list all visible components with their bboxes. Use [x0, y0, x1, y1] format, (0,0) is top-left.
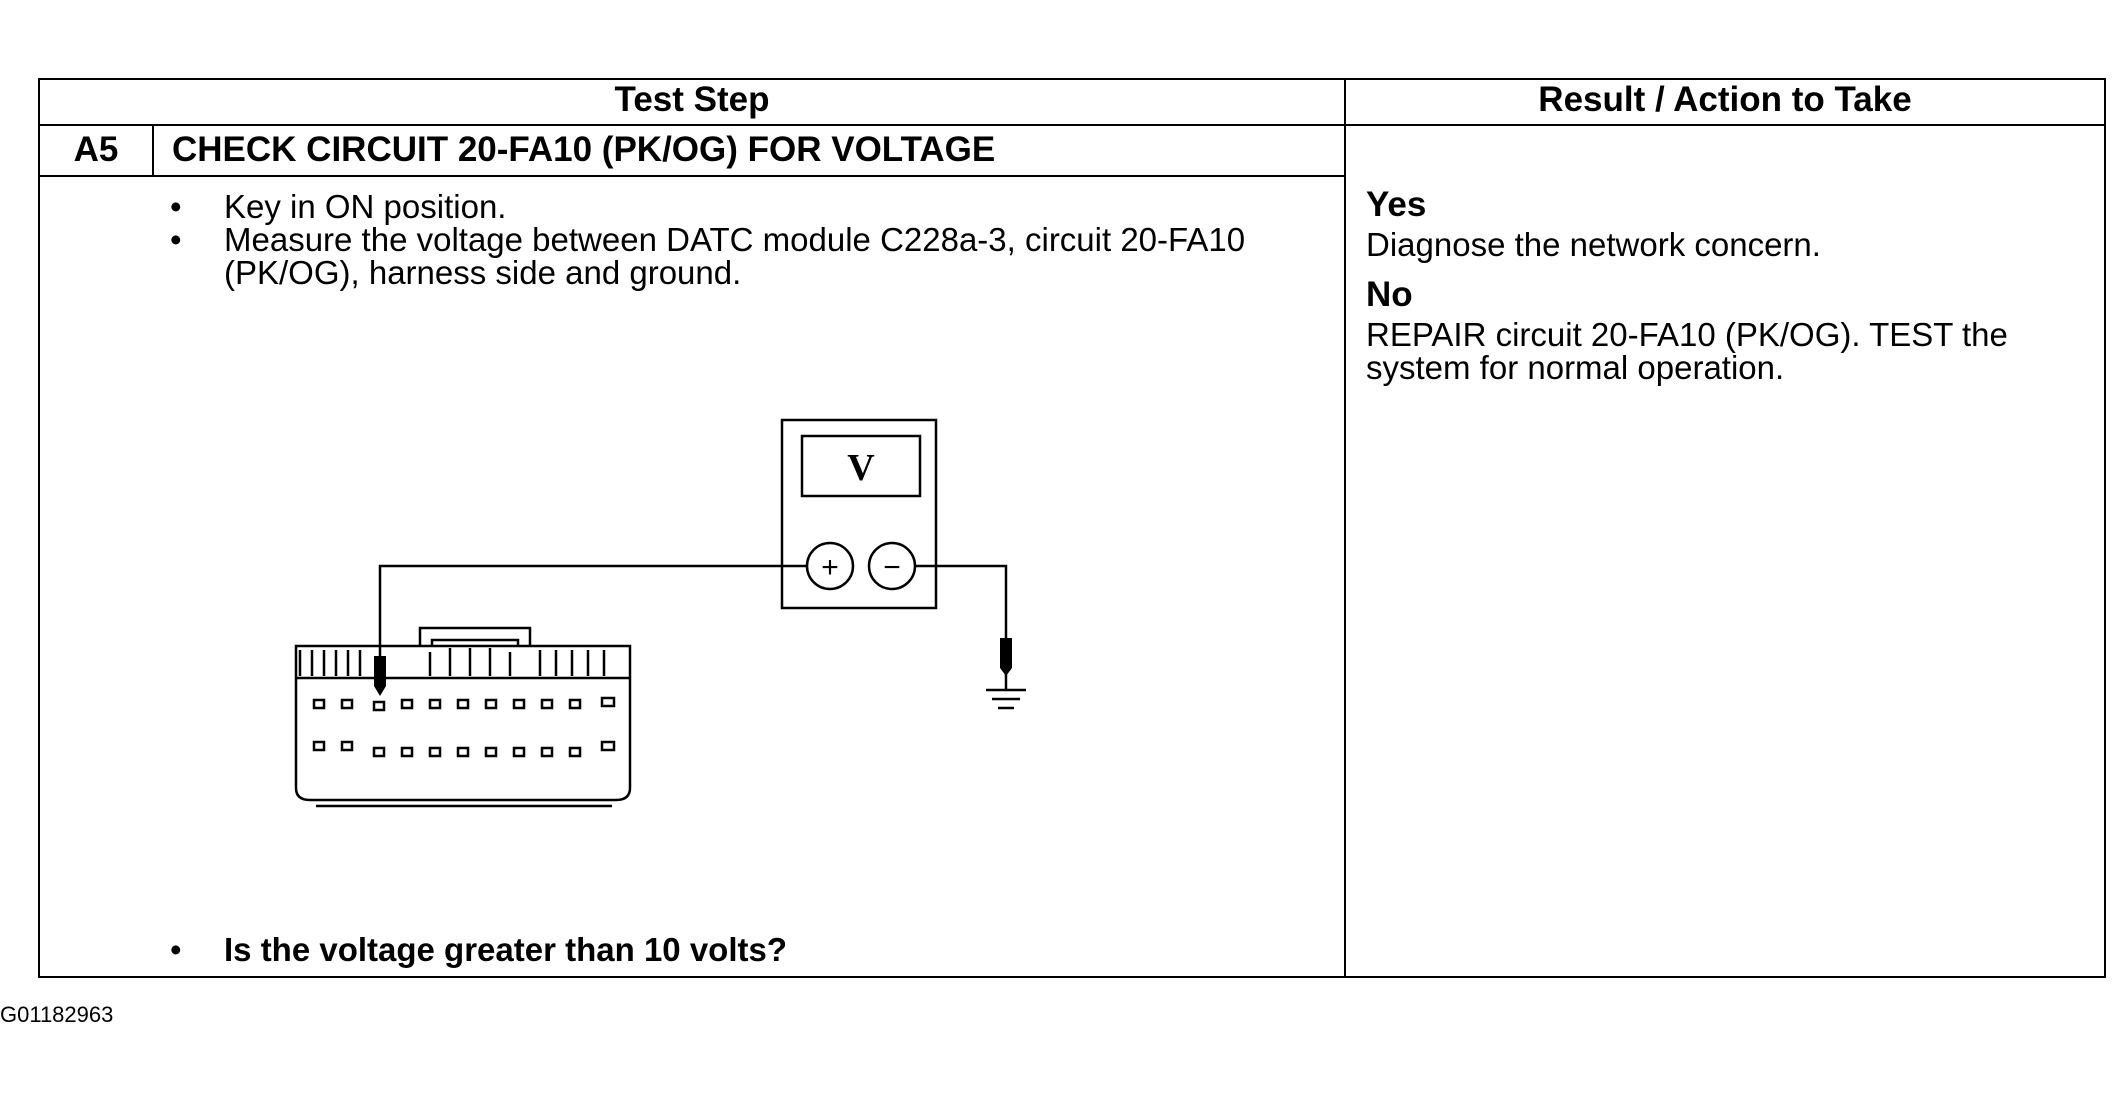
minus-symbol: −	[883, 551, 901, 584]
positive-probe-icon	[374, 656, 386, 686]
voltmeter-body	[780, 418, 938, 610]
instruction-list: Key in ON position. Measure the voltage …	[152, 190, 1302, 289]
negative-probe-icon	[1000, 638, 1012, 668]
voltmeter-label: V	[847, 447, 875, 489]
step-title-divider	[38, 175, 1346, 177]
step-title: CHECK CIRCUIT 20-FA10 (PK/OG) FOR VOLTAG…	[172, 130, 996, 169]
header-test-step: Test Step	[614, 80, 770, 119]
column-divider	[1344, 78, 1346, 978]
connector-pin-row-bottom	[312, 740, 616, 758]
step-id-divider	[152, 124, 154, 176]
test-step-table	[38, 78, 2106, 978]
instruction-item: Measure the voltage between DATC module …	[152, 223, 1302, 289]
plus-symbol: +	[821, 551, 839, 584]
figure-id: G01182963	[0, 1002, 114, 1027]
result-no-label: No	[1366, 275, 1413, 314]
header-divider	[38, 124, 2106, 126]
voltmeter-display	[800, 434, 922, 498]
instruction-item: Key in ON position.	[152, 190, 1302, 223]
result-yes-action: Diagnose the network concern.	[1366, 226, 1821, 263]
connector-icon	[294, 644, 632, 802]
step-question: Is the voltage greater than 10 volts?	[152, 930, 1302, 970]
positive-lead-wire	[378, 564, 807, 660]
step-id: A5	[73, 130, 119, 169]
negative-lead-wire	[915, 564, 1008, 640]
result-no-action: REPAIR circuit 20-FA10 (PK/OG). TEST the…	[1366, 316, 2008, 386]
header-result-action: Result / Action to Take	[1538, 80, 1912, 119]
result-yes-label: Yes	[1366, 185, 1427, 224]
connector-pin-row-top	[312, 696, 616, 712]
